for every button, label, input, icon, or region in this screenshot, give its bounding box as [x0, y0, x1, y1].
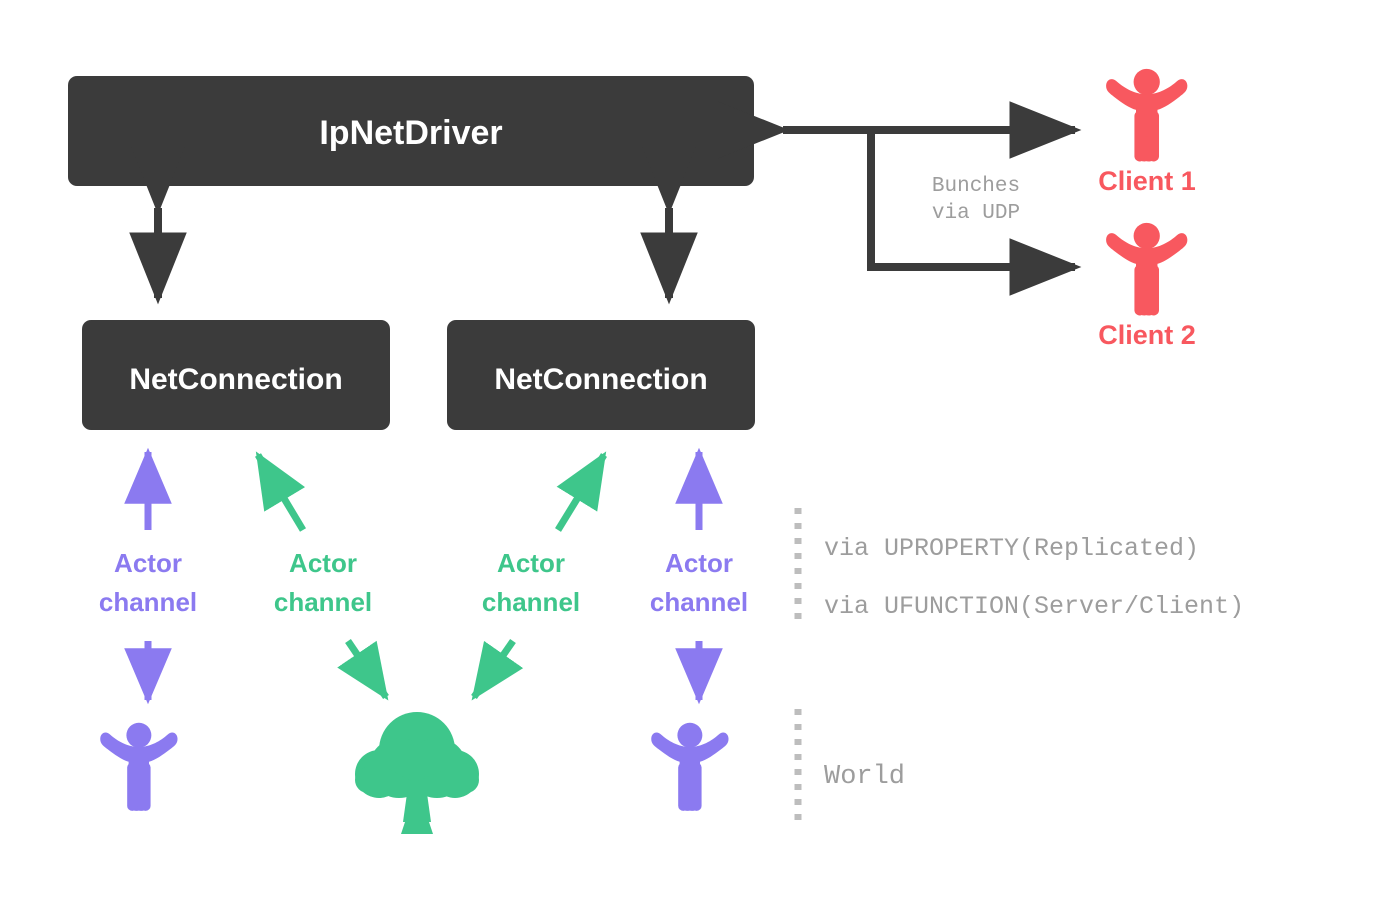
netconnection-label-1: NetConnection — [129, 363, 342, 396]
actor-channel-label-2-line2: channel — [274, 587, 372, 617]
person-icon — [1106, 68, 1188, 162]
actor-channel-2: Actor channel — [254, 451, 389, 701]
tree-icon — [355, 712, 479, 834]
netconnection-node-2[interactable]: NetConnection — [447, 320, 755, 430]
ipnetdriver-label: IpNetDriver — [319, 114, 502, 152]
udp-transport-arrows — [717, 101, 1082, 296]
client-2-node[interactable]: Client 2 — [1098, 222, 1196, 350]
netconnection-label-2: NetConnection — [494, 363, 707, 396]
channel-arrow-up-3 — [555, 451, 607, 532]
actor-channel-label-1-line2: channel — [99, 587, 197, 617]
actor-channel-1: Actor channel — [99, 447, 197, 705]
client-1-label: Client 1 — [1098, 166, 1196, 196]
channel-arrow-up-2 — [254, 451, 307, 532]
actor-channel-label-4-line1: Actor — [665, 548, 733, 578]
ipnetdriver-node[interactable]: IpNetDriver — [68, 76, 754, 186]
person-icon — [100, 722, 178, 811]
actor-channel-label-1-line1: Actor — [114, 548, 182, 578]
world-actor-person-2[interactable] — [651, 722, 729, 811]
client-1-node[interactable]: Client 1 — [1098, 68, 1196, 196]
actor-channel-label-4-line2: channel — [650, 587, 748, 617]
client-2-label: Client 2 — [1098, 320, 1196, 350]
legend-world-label: World — [824, 762, 905, 792]
transport-label-line1: Bunches — [932, 175, 1020, 198]
legend-replication-line-2: via UFUNCTION(Server/Client) — [824, 592, 1244, 621]
actor-channel-4: Actor channel — [650, 447, 748, 705]
netconnection-box-1[interactable] — [82, 320, 390, 430]
world-actor-tree[interactable] — [355, 712, 479, 834]
actor-channel-3: Actor channel — [471, 451, 607, 701]
transport-label-line2: via UDP — [932, 202, 1020, 225]
actor-channel-label-3-line2: channel — [482, 587, 580, 617]
channel-arrow-down-3 — [471, 638, 524, 701]
ipnetdriver-box[interactable] — [68, 76, 754, 186]
world-actor-person-1[interactable] — [100, 722, 178, 811]
actor-channel-label-3-line1: Actor — [497, 548, 565, 578]
client2-branch-arrow — [867, 131, 1082, 296]
channel-arrow-down-2 — [337, 639, 389, 701]
person-icon — [651, 722, 729, 811]
actor-channel-label-2-line1: Actor — [289, 548, 357, 578]
person-icon — [1106, 222, 1188, 316]
legend-replication-line-1: via UPROPERTY(Replicated) — [824, 534, 1199, 563]
netconnection-node-1[interactable]: NetConnection — [82, 320, 390, 430]
netconnection-box-2[interactable] — [447, 320, 755, 430]
